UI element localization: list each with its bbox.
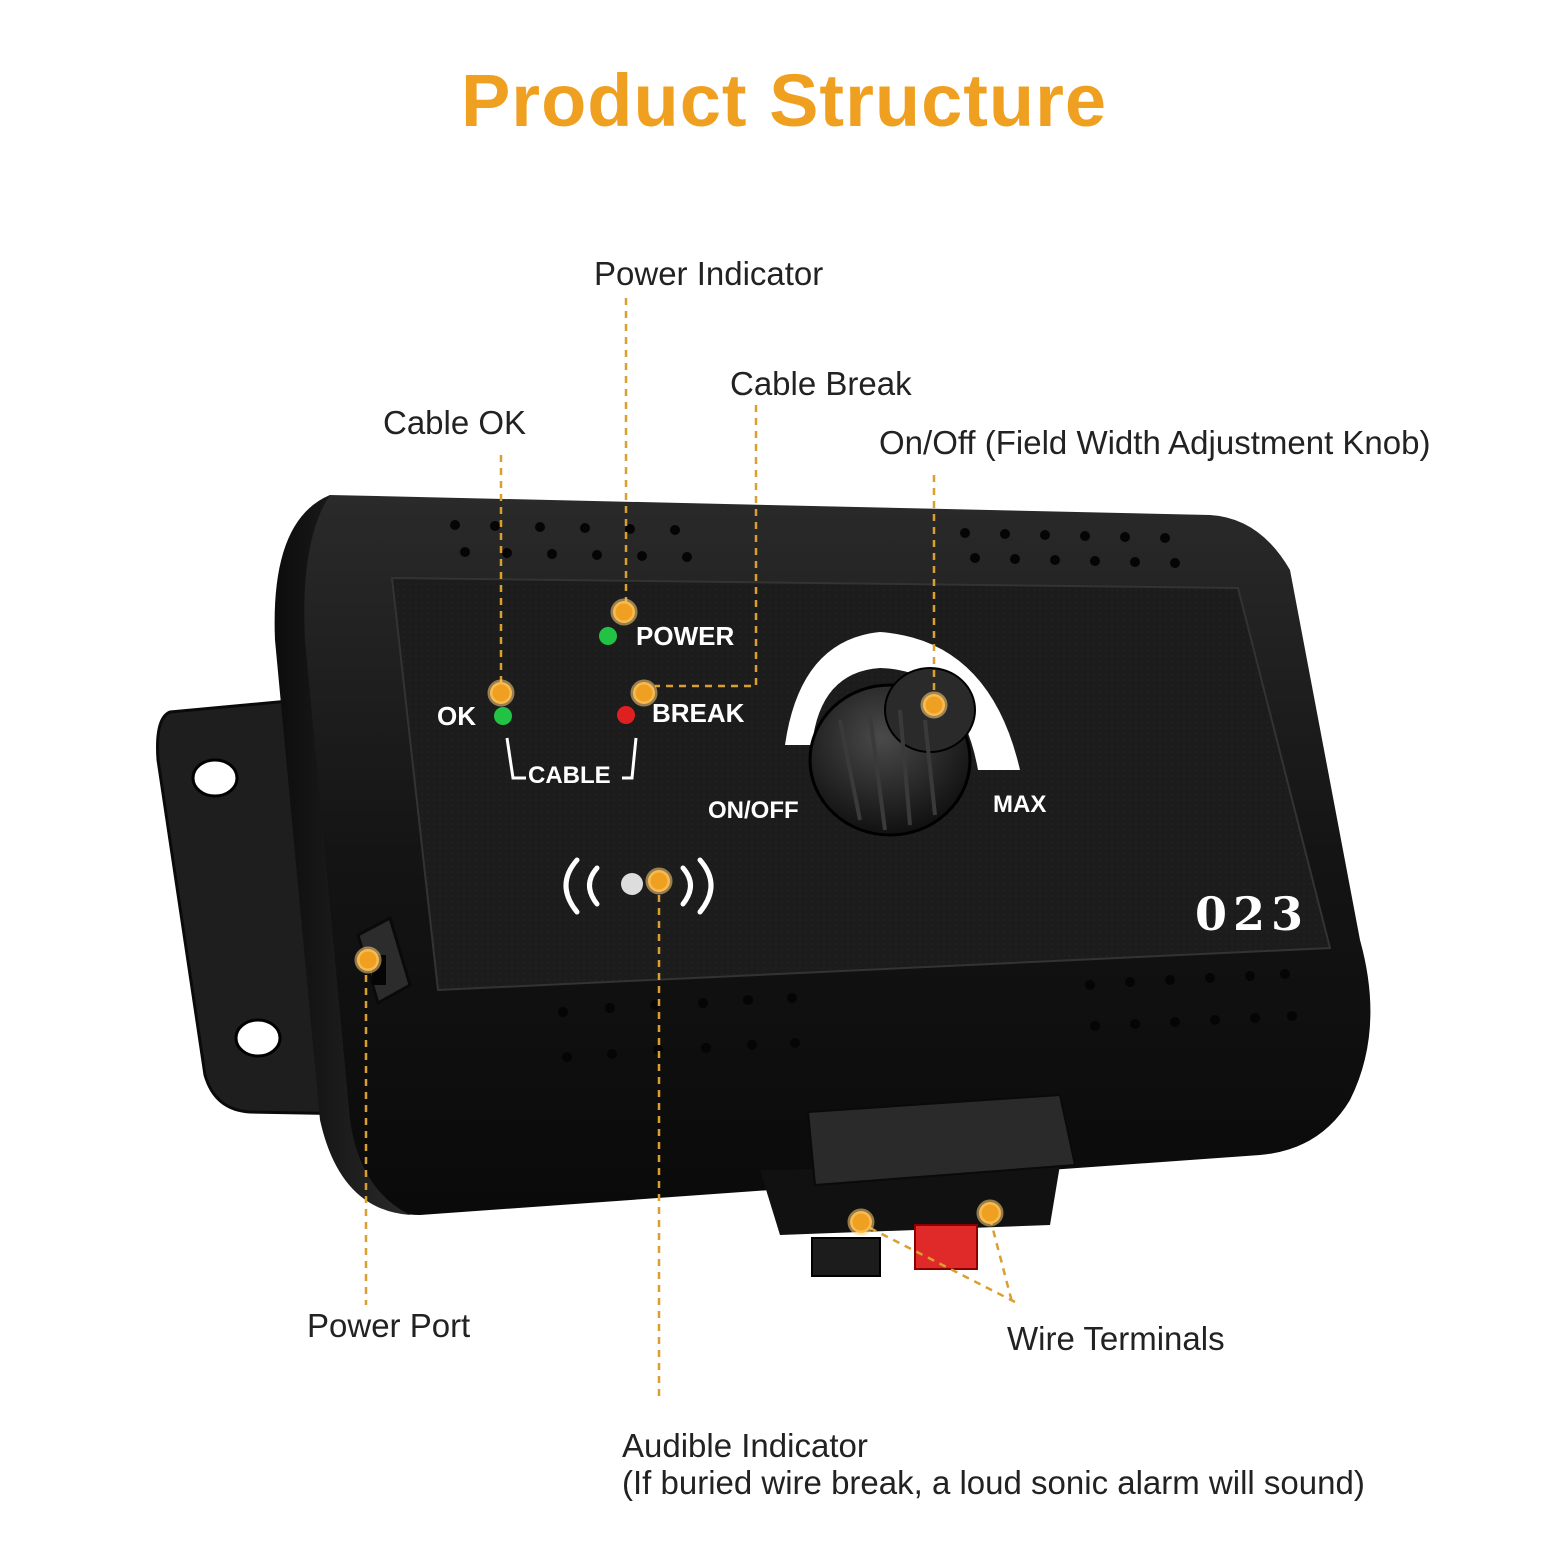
break-led: [617, 706, 635, 724]
speaker-sound-icon: [563, 857, 714, 915]
device-label-ok: OK: [437, 701, 476, 731]
callout-leader-lines: [364, 298, 1016, 1400]
mounting-hole: [234, 1018, 282, 1058]
callout-power-indicator: Power Indicator: [594, 255, 824, 292]
model-number: 023: [1195, 887, 1309, 941]
callout-wire-terminals: Wire Terminals: [1007, 1320, 1225, 1357]
callout-cable-break: Cable Break: [730, 365, 912, 402]
device-label-break: BREAK: [652, 698, 745, 728]
power-port: [356, 915, 412, 1006]
page-title: Product Structure: [460, 59, 1108, 142]
vent-holes: [450, 520, 1297, 1062]
callout-audible-note: (If buried wire break, a loud sonic alar…: [622, 1463, 1365, 1501]
device-body: [274, 495, 1371, 1215]
callout-knob: On/Off (Field Width Adjustment Knob): [879, 424, 1431, 461]
knob-dial-arc: [785, 632, 1020, 770]
black-terminal: [811, 1237, 881, 1277]
ok-led: [494, 707, 512, 725]
device-label-power: POWER: [636, 621, 734, 651]
callout-markers: [354, 598, 1004, 1236]
device-label-cable: CABLE: [528, 762, 611, 789]
callout-audible-title: Audible Indicator: [622, 1427, 868, 1464]
red-terminal: [914, 1224, 978, 1270]
cable-bracket: [505, 737, 638, 780]
callout-audible-indicator: Audible Indicator (If buried wire break,…: [622, 1427, 1365, 1502]
device-label-onoff: ON/OFF: [708, 797, 799, 824]
device-label-max: MAX: [993, 791, 1046, 818]
mounting-hole: [191, 758, 239, 798]
power-led: [599, 627, 617, 645]
callout-power-port: Power Port: [307, 1307, 471, 1344]
callout-cable-ok: Cable OK: [383, 404, 527, 441]
